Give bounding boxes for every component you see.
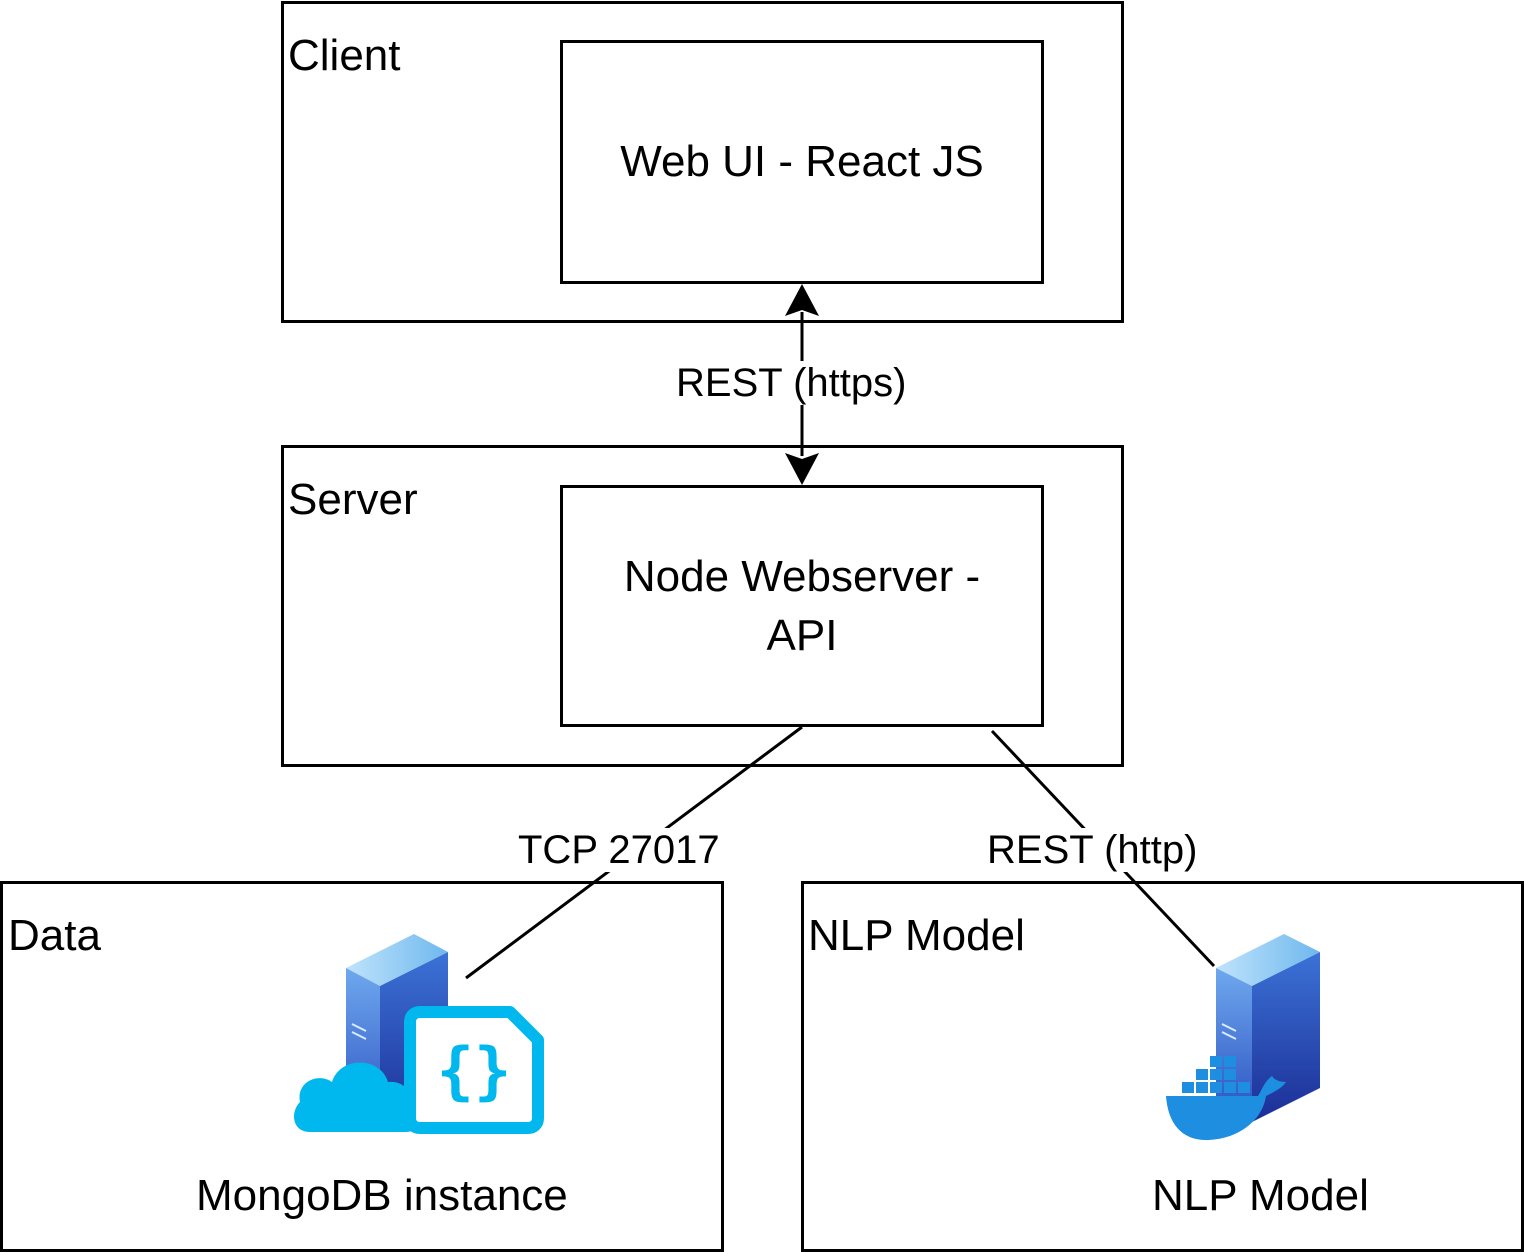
arrow-down-head bbox=[785, 453, 819, 485]
docker-server-icon bbox=[1166, 934, 1320, 1140]
edge-label-client-server: REST (https) bbox=[674, 361, 909, 405]
svg-text:{}: {} bbox=[437, 1034, 512, 1107]
nlp-model-label: NLP Model bbox=[1152, 1171, 1369, 1220]
nlp-title: NLP Model bbox=[808, 911, 1025, 960]
server-title: Server bbox=[288, 475, 418, 524]
web-ui-label: Web UI - React JS bbox=[620, 137, 984, 187]
edge-label-server-data: TCP 27017 bbox=[516, 828, 722, 872]
web-ui-box: Web UI - React JS bbox=[560, 40, 1044, 284]
data-title: Data bbox=[8, 911, 101, 960]
cloud-server-json-icon: {} bbox=[294, 934, 544, 1134]
client-title: Client bbox=[288, 31, 401, 80]
data-group bbox=[0, 881, 724, 1252]
mongodb-label: MongoDB instance bbox=[196, 1171, 568, 1220]
nlp-group bbox=[801, 881, 1524, 1252]
node-webserver-box: Node Webserver - API bbox=[560, 485, 1044, 727]
arrow-up-head bbox=[785, 284, 819, 316]
server-group bbox=[281, 445, 1124, 767]
edge-label-server-nlp: REST (http) bbox=[985, 828, 1200, 872]
client-group bbox=[281, 1, 1124, 323]
node-webserver-label-line1: Node Webserver - bbox=[623, 551, 981, 601]
node-webserver-label: Node Webserver - API bbox=[563, 488, 1041, 724]
node-webserver-label-line2: API bbox=[766, 611, 838, 660]
